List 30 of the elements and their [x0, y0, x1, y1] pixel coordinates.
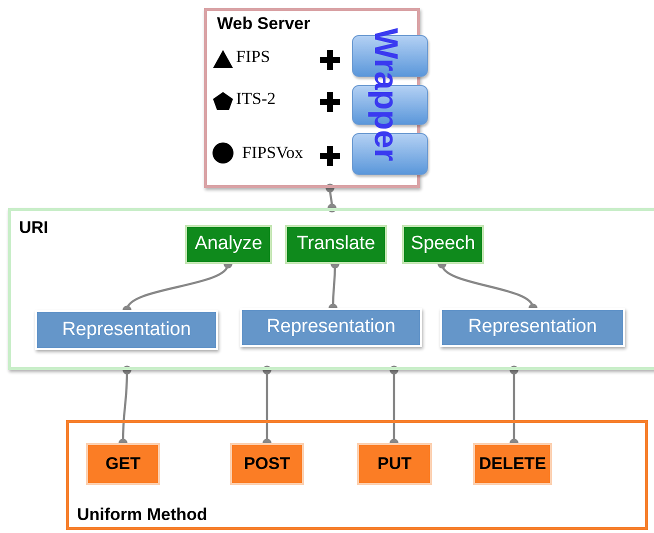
module-name: ITS-2: [236, 89, 276, 109]
method-box: [86, 443, 160, 485]
node-label: Speech: [410, 234, 476, 255]
representation-box: [440, 308, 625, 347]
service-box: [185, 225, 272, 264]
connector: [326, 184, 336, 212]
node-label: Representation: [468, 317, 597, 338]
panel-title: Uniform Method: [77, 506, 208, 525]
node-label: POST: [244, 454, 290, 474]
module-name: FIPS: [236, 47, 270, 67]
method-panel: [66, 420, 648, 530]
method-box: [230, 443, 304, 485]
panel-title: Web Server: [217, 15, 310, 34]
node-label: Analyze: [194, 234, 262, 255]
node-label: GET: [106, 454, 140, 474]
wrapper-label: Wrapper: [370, 28, 403, 162]
method-box: [473, 443, 552, 485]
node-label: DELETE: [478, 454, 546, 474]
module-name: FIPSVox: [242, 143, 304, 163]
service-box: [285, 225, 387, 264]
representation-box: [240, 308, 422, 347]
uri-panel: [8, 208, 654, 370]
node-label: Representation: [62, 320, 191, 340]
panel-title: URI: [19, 219, 48, 238]
service-box: [402, 225, 484, 264]
node-label: Representation: [266, 317, 396, 338]
node-label: Translate: [296, 234, 376, 255]
representation-box: [35, 310, 218, 350]
method-box: [357, 443, 432, 485]
node-label: PUT: [378, 454, 412, 474]
